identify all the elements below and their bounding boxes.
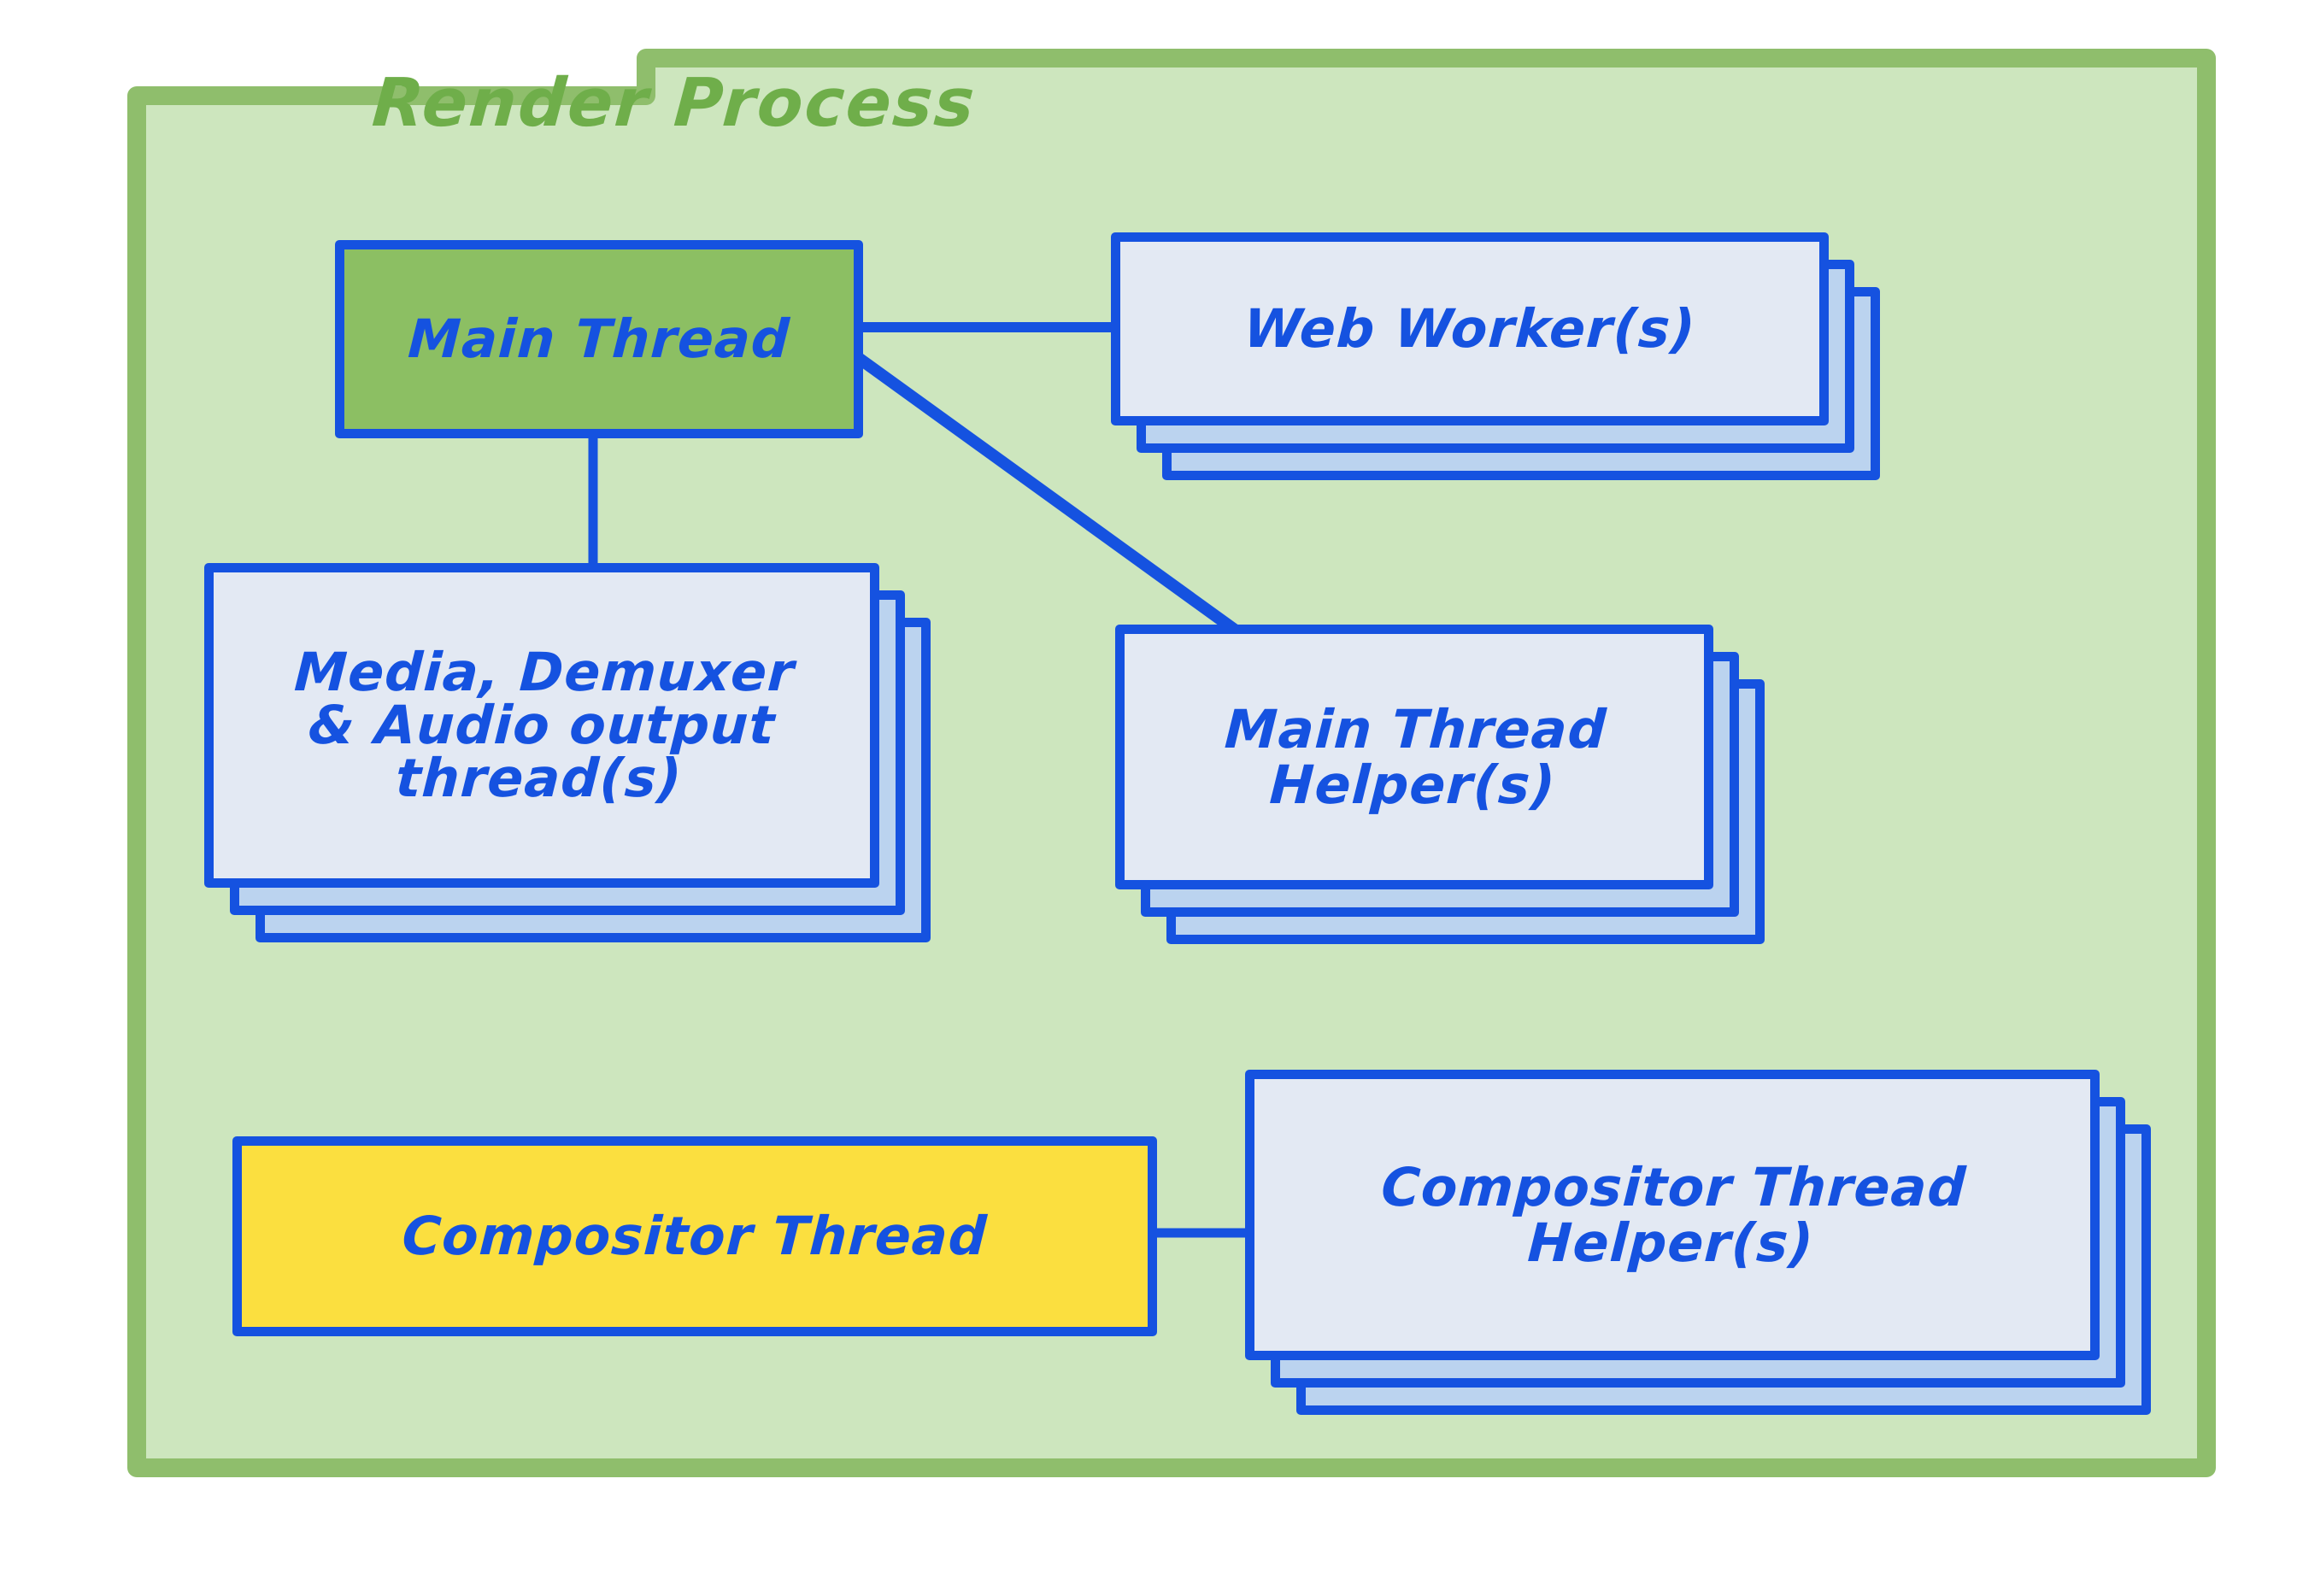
node-web-worker[interactable]: Web Worker(s) bbox=[1111, 232, 1880, 480]
node-compositor-thread-helper[interactable]: Compositor Thread Helper(s) bbox=[1245, 1070, 2177, 1429]
node-compositor-thread[interactable]: Compositor Thread bbox=[232, 1136, 1157, 1336]
web-worker-card-front bbox=[1111, 232, 1829, 425]
media-demuxer-audio-label: Media, Demuxer & Audio output thread(s) bbox=[292, 641, 796, 809]
media-card-front bbox=[204, 563, 879, 888]
web-worker-label: Web Worker(s) bbox=[1242, 297, 1698, 361]
node-media-demuxer-audio[interactable]: Media, Demuxer & Audio output thread(s) bbox=[204, 563, 973, 948]
compositor-thread-helper-label: Compositor Thread Helper(s) bbox=[1379, 1155, 1968, 1274]
compositor-thread-card bbox=[232, 1136, 1157, 1336]
compositor-thread-label: Compositor Thread bbox=[400, 1205, 990, 1268]
node-main-thread[interactable]: Main Thread bbox=[335, 240, 863, 438]
main-thread-helper-card-front bbox=[1115, 625, 1713, 889]
compositor-helper-card-front bbox=[1245, 1070, 2100, 1360]
main-thread-card bbox=[335, 240, 863, 438]
page-title: Render Process bbox=[369, 65, 978, 142]
main-thread-label: Main Thread bbox=[406, 308, 792, 371]
node-main-thread-helper[interactable]: Main Thread Helper(s) bbox=[1115, 625, 1782, 958]
main-thread-helper-label: Main Thread Helper(s) bbox=[1223, 697, 1609, 816]
